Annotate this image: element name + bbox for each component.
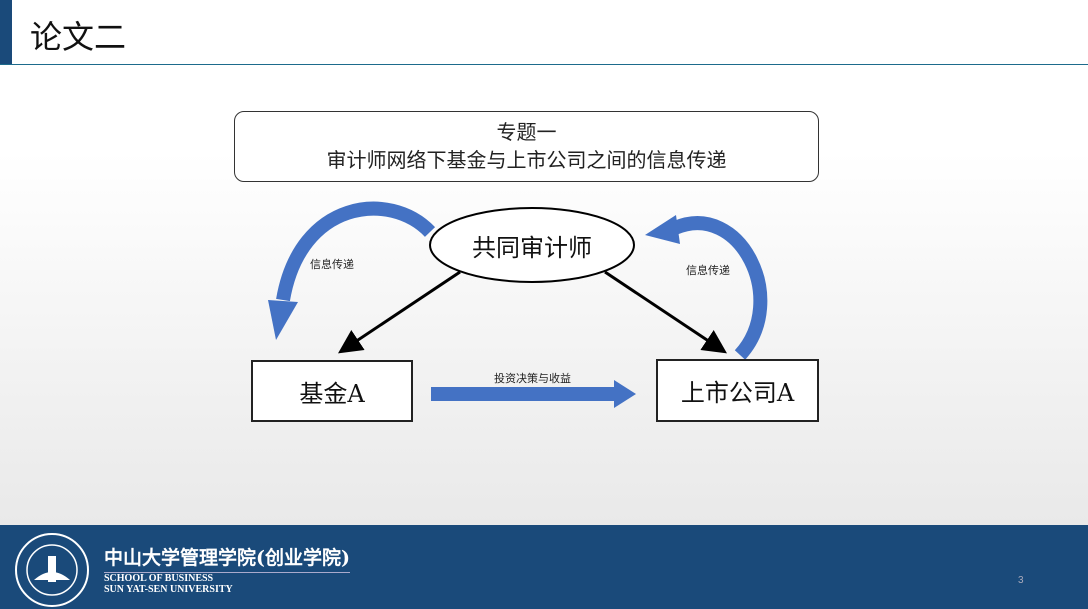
middle-flow-label: 投资决策与收益	[494, 372, 571, 385]
fund-node: 基金A	[251, 360, 413, 422]
school-name-en2: SUN YAT-SEN UNIVERSITY	[104, 584, 233, 595]
right-flow-label: 信息传递	[686, 264, 730, 277]
auditor-to-fund-arrow	[338, 270, 461, 354]
topic-box: 专题一 审计师网络下基金与上市公司之间的信息传递	[234, 111, 819, 182]
left-flow-label: 信息传递	[310, 258, 354, 271]
auditor-to-company-arrow	[604, 270, 727, 354]
university-logo-icon	[15, 533, 89, 607]
company-label: 上市公司A	[680, 379, 795, 407]
slide-title: 论文二	[30, 18, 127, 56]
right-curved-arrow	[672, 216, 768, 360]
invest-arrowhead	[614, 380, 636, 408]
left-arrowhead	[268, 300, 298, 340]
topic-line2: 审计师网络下基金与上市公司之间的信息传递	[326, 148, 727, 172]
footer: 中山大学管理学院(创业学院) SCHOOL OF BUSINESS SUN YA…	[0, 525, 1088, 609]
auditor-ellipse	[429, 207, 635, 283]
page-number: 3	[1018, 575, 1024, 586]
topic-line1: 专题一	[496, 120, 557, 144]
title-accent	[0, 0, 12, 64]
school-name-cn: 中山大学管理学院(创业学院)	[104, 543, 350, 573]
company-node: 上市公司A	[656, 359, 819, 422]
right-arrowhead	[645, 215, 680, 244]
auditor-label: 共同审计师	[472, 233, 592, 262]
fund-label: 基金A	[299, 379, 365, 408]
title-bar: 论文二	[0, 0, 1088, 65]
auditor-node: 共同审计师	[432, 222, 632, 268]
school-name-en1: SCHOOL OF BUSINESS	[104, 573, 214, 584]
left-curved-arrow	[276, 201, 436, 302]
